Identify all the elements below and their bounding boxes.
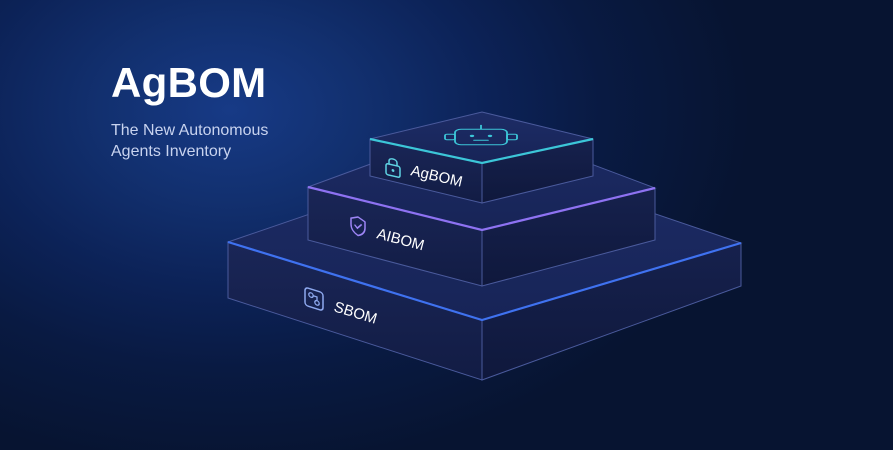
subtitle-line-1: The New Autonomous xyxy=(111,122,269,139)
component-icon xyxy=(304,287,324,311)
page-title: AgBOM xyxy=(111,59,267,106)
shield-check-icon xyxy=(350,216,366,237)
sbom-accent-edge xyxy=(227,240,742,322)
page-subtitle: The New Autonomous Agents Inventory xyxy=(111,120,268,162)
subtitle-line-2: Agents Inventory xyxy=(111,143,232,160)
aibom-accent-edge xyxy=(307,185,656,232)
robot-icon xyxy=(444,124,518,146)
hero-text: AgBOM The New Autonomous Agents Inventor… xyxy=(111,60,268,162)
layer-agbom: AgBOM xyxy=(369,111,594,204)
agbom-accent-edge xyxy=(369,137,594,165)
lock-icon xyxy=(385,158,401,178)
